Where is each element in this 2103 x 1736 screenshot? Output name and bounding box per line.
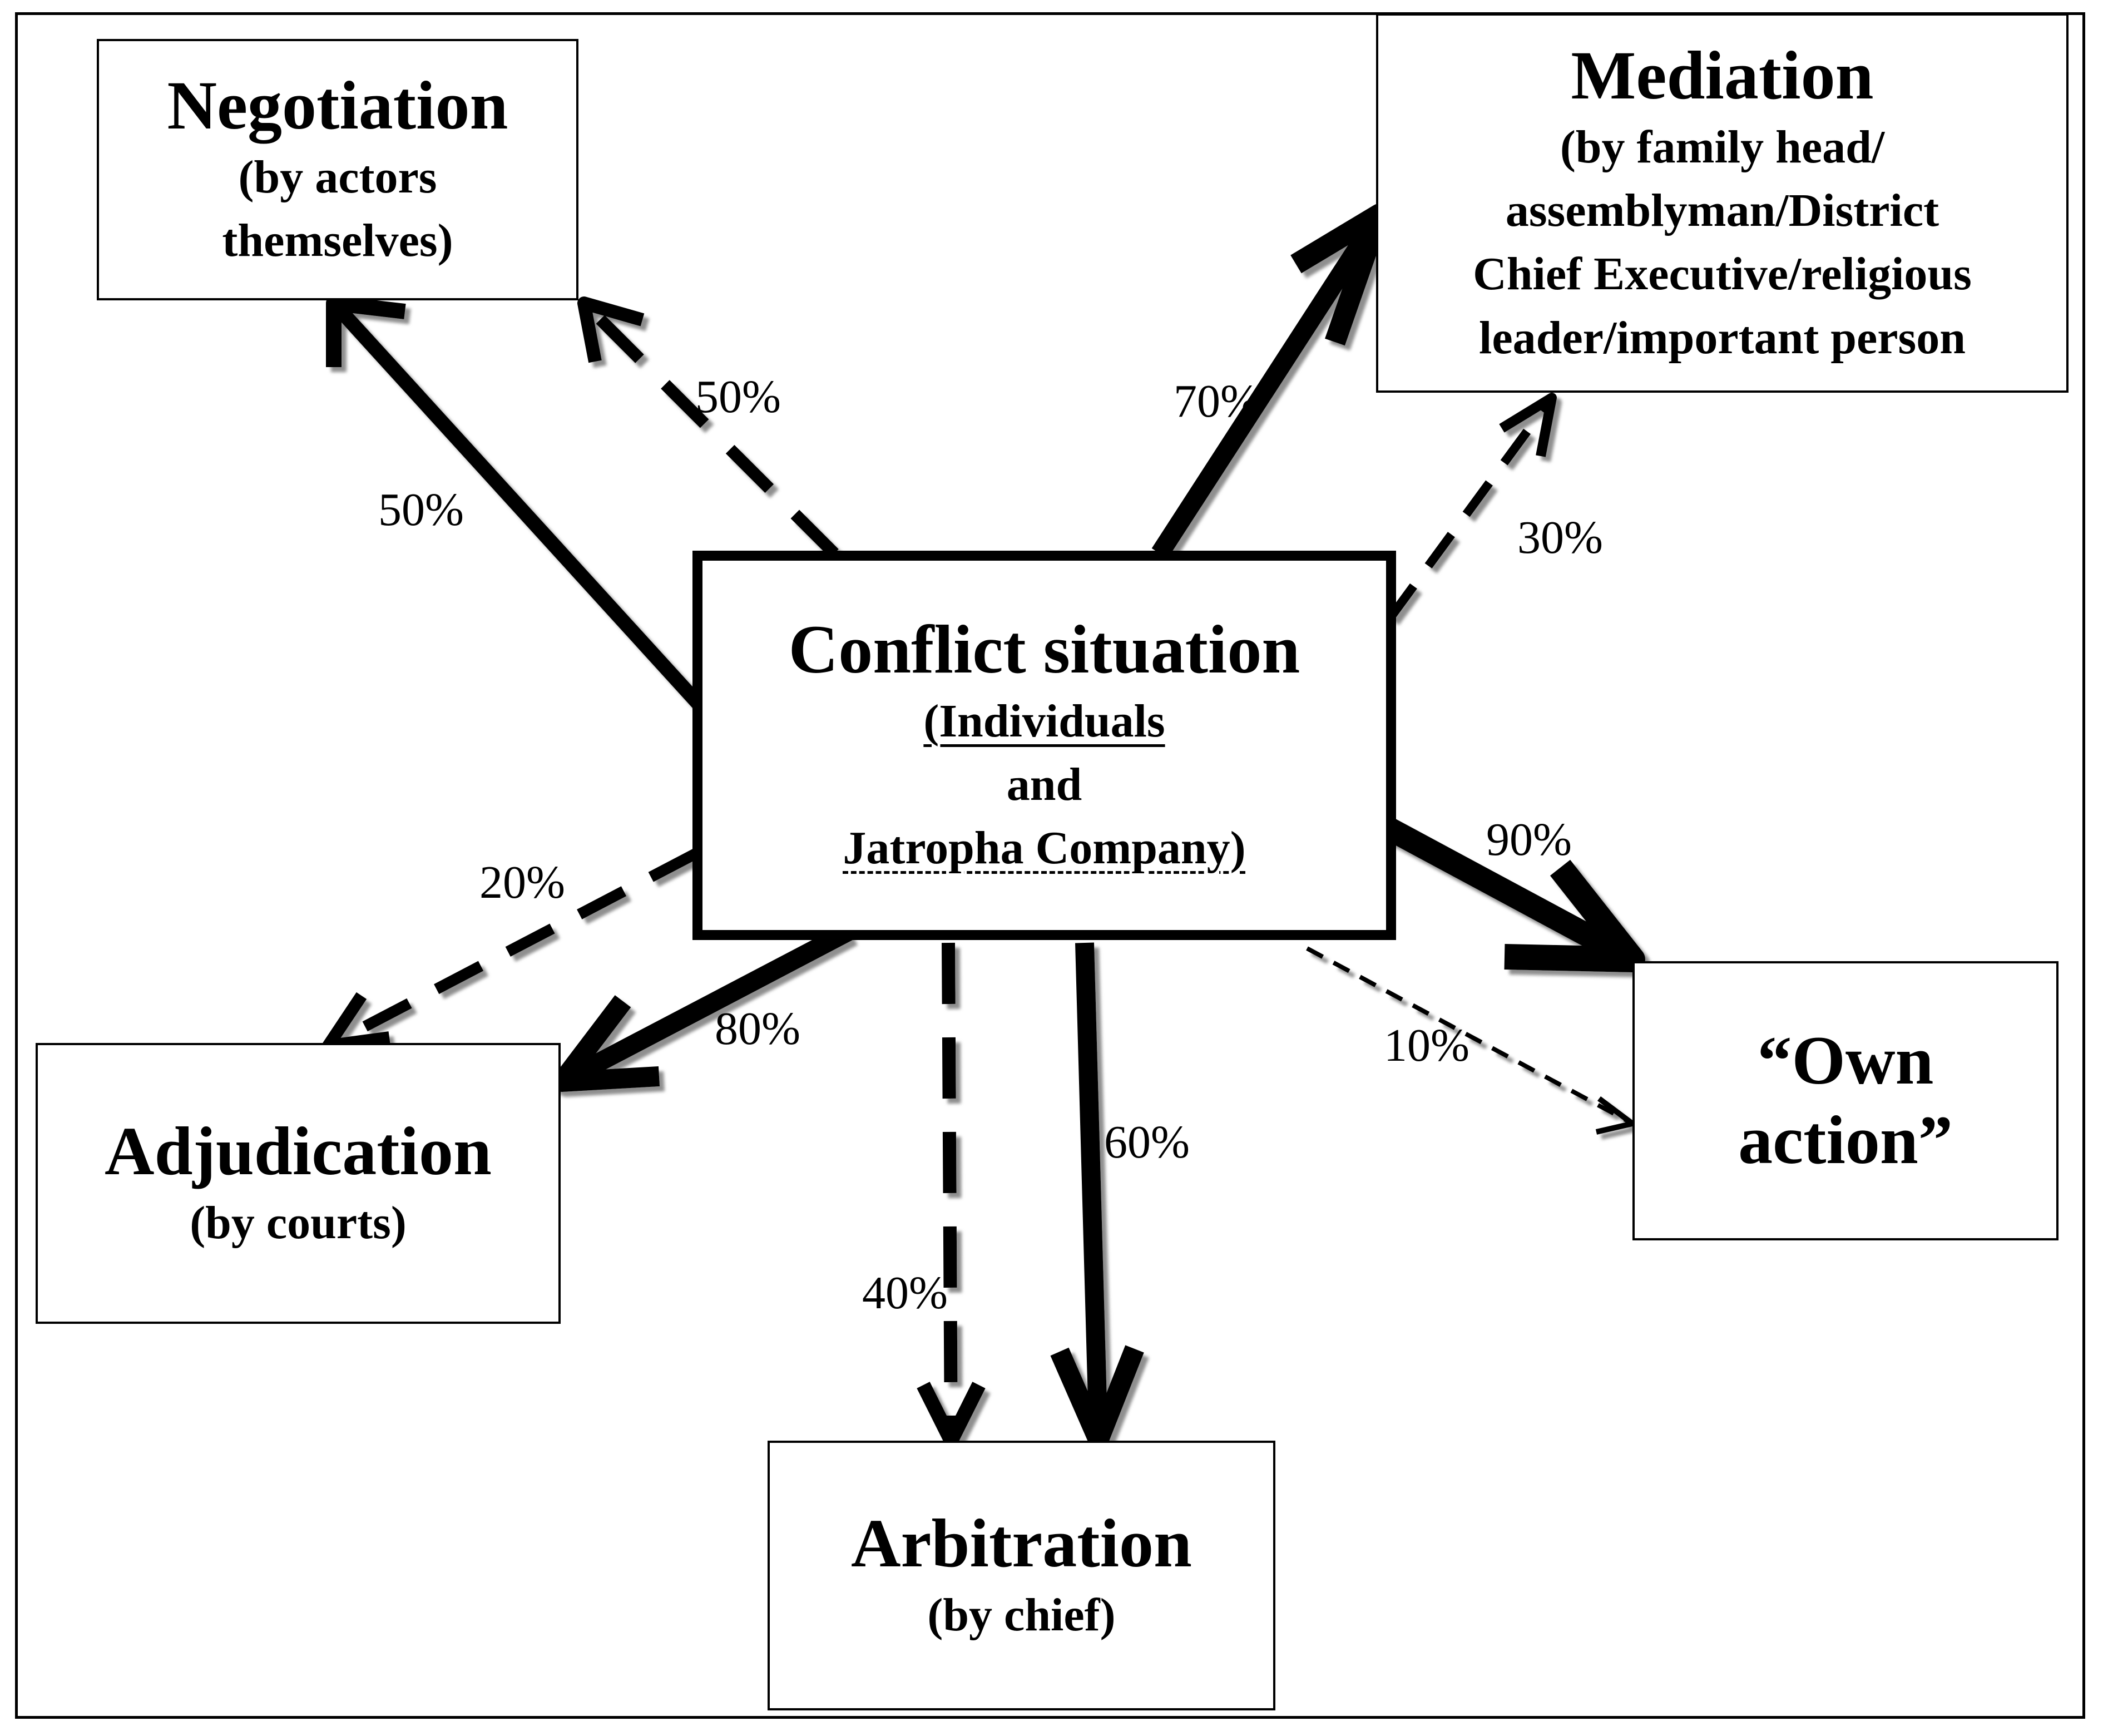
arbitration-box: Arbitration (by chief) <box>768 1441 1275 1710</box>
conflict-parties-line: and <box>1006 759 1082 811</box>
adjudication-title: Adjudication <box>105 1113 492 1190</box>
conflict-situation-title: Conflict situation <box>788 611 1300 688</box>
edge-label-own-action-dashed: 10% <box>1384 1020 1469 1071</box>
edge-label-own-action-solid: 90% <box>1486 814 1572 865</box>
mediation-subtitle-line: assemblyman/District <box>1505 185 1939 237</box>
negotiation-title: Negotiation <box>167 67 508 144</box>
edge-label-negotiation-dashed: 50% <box>695 371 781 423</box>
edge-arbitration-solid <box>1050 942 1144 1451</box>
edge-label-mediation-dashed: 30% <box>1517 512 1603 563</box>
own-action-title-line: action” <box>1738 1102 1953 1178</box>
edge-label-negotiation-solid: 50% <box>378 484 464 536</box>
conflict-parties-line: Jatropha Company) <box>843 822 1246 874</box>
mediation-title: Mediation <box>1571 37 1874 114</box>
own-action-box: “Own action” <box>1632 961 2059 1240</box>
conflict-parties-line: (Individuals <box>923 695 1165 747</box>
mediation-box: Mediation (by family head/ assemblyman/D… <box>1376 13 2069 393</box>
edge-adjudication-solid <box>552 923 853 1092</box>
diagram-frame <box>15 12 2085 1719</box>
edge-label-adjudication-dashed: 20% <box>479 857 565 908</box>
edge-negotiation-dashed <box>577 296 839 558</box>
edge-own-action-solid <box>1384 818 1645 972</box>
negotiation-subtitle-line: themselves) <box>222 215 453 267</box>
adjudication-subtitle: (by courts) <box>190 1196 407 1249</box>
edge-mediation-dashed <box>1387 393 1557 620</box>
arbitration-title: Arbitration <box>850 1505 1192 1582</box>
edge-arbitration-dashed <box>917 942 986 1448</box>
adjudication-box: Adjudication (by courts) <box>36 1043 561 1324</box>
mediation-subtitle-line: leader/important person <box>1479 311 1966 364</box>
negotiation-subtitle-line: (by actors <box>238 151 437 204</box>
edge-label-arbitration-solid: 60% <box>1104 1116 1190 1168</box>
conflict-situation-box: Conflict situation (Individuals and Jatr… <box>692 551 1396 940</box>
edge-label-adjudication-solid: 80% <box>715 1003 800 1055</box>
negotiation-box: Negotiation (by actors themselves) <box>97 39 578 300</box>
edge-negotiation-solid <box>326 295 706 711</box>
mediation-subtitle-line: Chief Executive/religious <box>1473 248 1972 300</box>
mediation-subtitle-line: (by family head/ <box>1560 121 1885 173</box>
edge-label-mediation-solid: 70% <box>1174 375 1259 427</box>
arbitration-subtitle: (by chief) <box>927 1589 1116 1641</box>
edge-own-action-dashed <box>1306 946 1635 1135</box>
own-action-title-line: “Own <box>1757 1022 1934 1099</box>
edge-label-arbitration-dashed: 40% <box>862 1267 948 1319</box>
